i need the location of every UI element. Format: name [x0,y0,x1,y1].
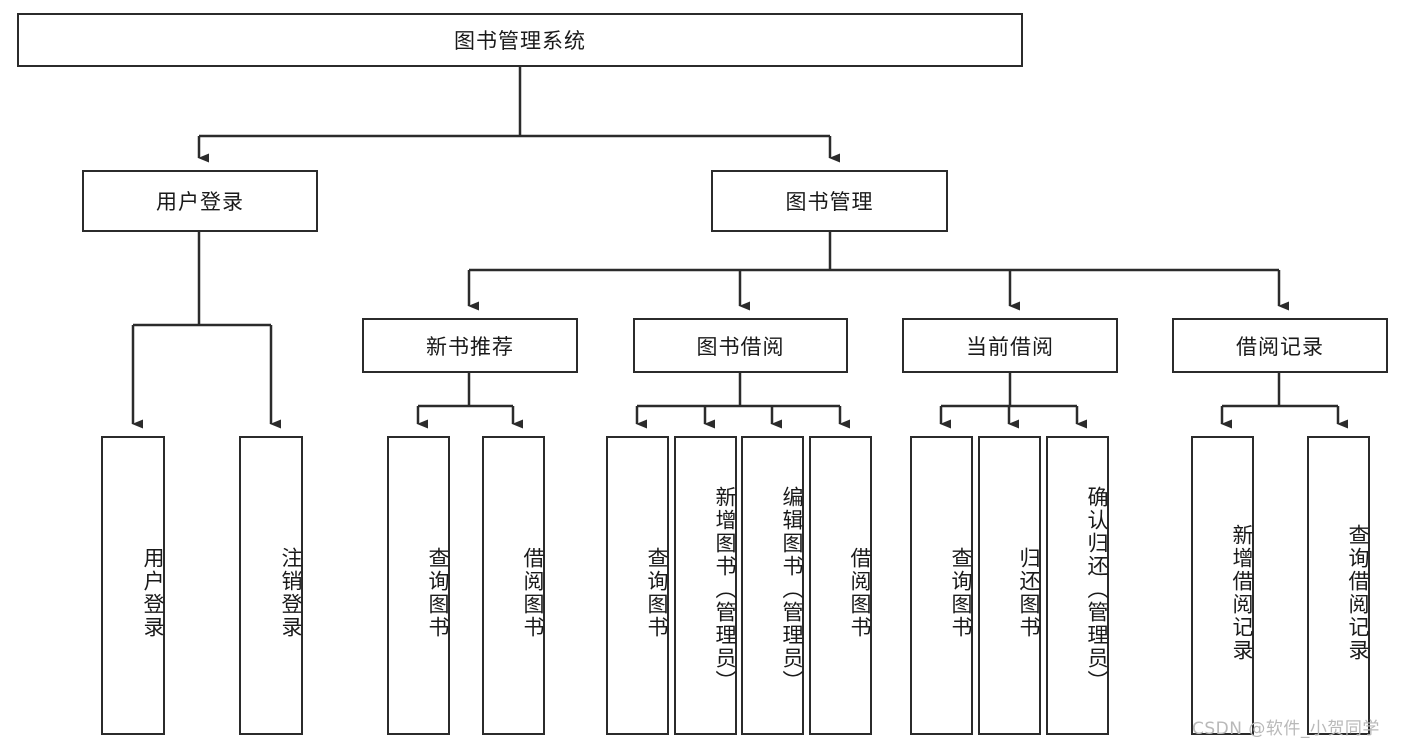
leaf-query-books-current[interactable]: 查询图书 [910,436,973,735]
node-label: 借阅记录 [1236,334,1324,359]
leaf-add-book-admin[interactable]: 新增图书（管理员） [674,436,737,735]
node-book-borrowing[interactable]: 图书借阅 [633,318,848,373]
node-label: 借阅图书 [848,546,872,639]
node-label: 确认归还（管理员） [1085,486,1109,693]
node-label: 查询借阅记录 [1346,523,1370,662]
node-label: 图书管理 [785,190,874,214]
leaf-return-books[interactable]: 归还图书 [978,436,1041,735]
leaf-query-borrowing-record[interactable]: 查询借阅记录 [1307,436,1370,735]
node-label: 查询图书 [645,546,669,639]
leaf-borrow-books-recommendation[interactable]: 借阅图书 [482,436,545,735]
node-label: 借阅图书 [521,546,545,639]
leaf-query-books-borrowing[interactable]: 查询图书 [606,436,669,735]
node-label: 查询图书 [426,546,450,639]
node-label: 查询图书 [949,546,973,639]
node-label: 编辑图书（管理员） [780,486,804,693]
leaf-edit-book-admin[interactable]: 编辑图书（管理员） [741,436,804,735]
node-label: 注销登录 [279,546,303,639]
node-borrowing-records[interactable]: 借阅记录 [1172,318,1388,373]
node-label: 当前借阅 [966,334,1054,359]
node-label: 新增图书（管理员） [713,486,737,693]
node-user-login[interactable]: 用户登录 [82,170,318,232]
node-label: 图书管理系统 [454,29,586,53]
node-root-library-management-system[interactable]: 图书管理系统 [17,13,1023,67]
leaf-add-borrowing-record[interactable]: 新增借阅记录 [1191,436,1254,735]
node-label: 新书推荐 [426,334,514,359]
node-label: 归还图书 [1017,546,1041,639]
leaf-query-books-recommendation[interactable]: 查询图书 [387,436,450,735]
leaf-logout[interactable]: 注销登录 [239,436,303,735]
leaf-user-login[interactable]: 用户登录 [101,436,165,735]
csdn-watermark: CSDN @软件_小贺同学 [1192,719,1380,739]
node-new-book-recommendation[interactable]: 新书推荐 [362,318,578,373]
leaf-confirm-return-admin[interactable]: 确认归还（管理员） [1046,436,1109,735]
node-label: 用户登录 [141,546,165,639]
node-label: 图书借阅 [696,334,785,359]
node-book-management[interactable]: 图书管理 [711,170,948,232]
node-current-borrowing[interactable]: 当前借阅 [902,318,1118,373]
node-label: 用户登录 [156,190,244,214]
leaf-borrow-books[interactable]: 借阅图书 [809,436,872,735]
node-label: 新增借阅记录 [1230,523,1254,662]
